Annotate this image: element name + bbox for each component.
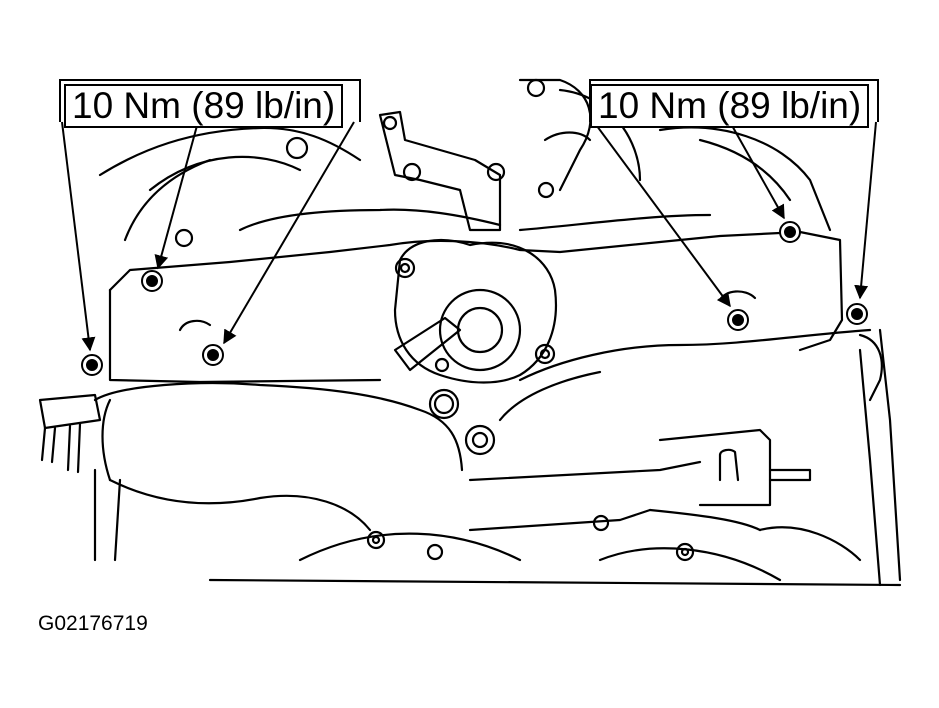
figure-code: G02176719 [38, 612, 148, 635]
left-fittings [38, 393, 102, 474]
torque-callout-left: 10 Nm (89 lb/in) [64, 84, 344, 128]
bosses [174, 136, 695, 562]
bolt-left-lower [81, 354, 103, 376]
leader-arrows [61, 121, 877, 352]
intake-manifold [93, 328, 883, 562]
torque-callout-right: 10 Nm (89 lb/in) [590, 84, 870, 128]
arrow-right-lower [854, 121, 877, 300]
torque-callout-left-text: 10 Nm (89 lb/in) [72, 85, 336, 126]
bolt-left-upper [141, 270, 163, 292]
bolt-right-mid [727, 309, 749, 331]
bolts [81, 221, 868, 376]
center-bracket [378, 78, 592, 232]
engine-block-outline [93, 78, 902, 587]
arrow-right-mid [593, 121, 731, 308]
cam-housing [393, 238, 557, 384]
bolt-left-mid [202, 344, 224, 366]
bolt-right-lower [846, 303, 868, 325]
torque-callout-right-text: 10 Nm (89 lb/in) [598, 85, 862, 126]
bolt-right-upper [779, 221, 801, 243]
arrow-left-upper [154, 121, 199, 270]
arrow-right-upper [729, 121, 785, 220]
arrow-left-lower [61, 121, 96, 352]
arrow-left-mid [223, 121, 355, 345]
